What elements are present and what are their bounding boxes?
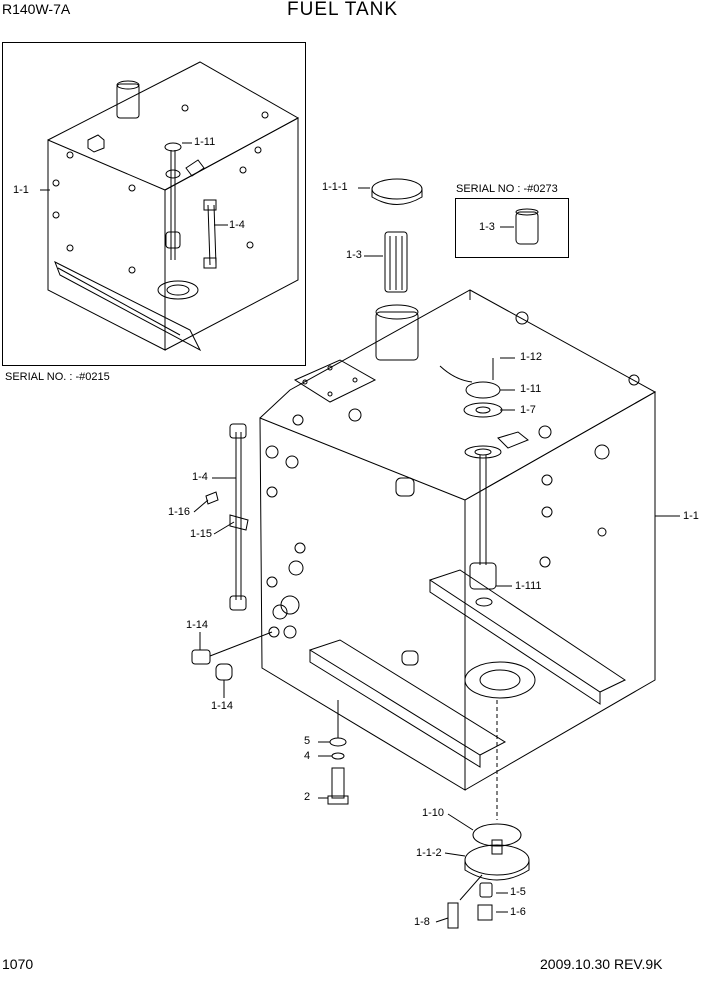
model-name: R140W-7A (2, 1, 71, 17)
label-1-14-upper: 1-14 (186, 619, 209, 631)
label-1-6: 1-6 (510, 906, 526, 918)
page-title: FUEL TANK (287, 0, 399, 20)
label-1-10: 1-10 (422, 807, 445, 819)
main-tank-drawing (191, 178, 680, 929)
label-1-12: 1-12 (520, 351, 543, 363)
inset-tank-drawing (40, 61, 300, 352)
label-1-8: 1-8 (414, 916, 430, 928)
inset-label-1-11: 1-11 (194, 136, 216, 148)
label-5: 5 (304, 735, 311, 747)
label-1-1-2: 1-1-2 (416, 847, 442, 859)
serial-box-serial-number: SERIAL NO : -#0273 (456, 183, 558, 195)
label-1-15: 1-15 (190, 528, 213, 540)
label-1-16: 1-16 (168, 506, 191, 518)
label-4: 4 (304, 750, 311, 762)
inset-label-1-4: 1-4 (229, 219, 245, 231)
label-1-7: 1-7 (520, 404, 536, 416)
inset-frame (2, 42, 306, 366)
serial-box-label-1-3: 1-3 (479, 221, 495, 233)
label-1-5: 1-5 (510, 886, 526, 898)
label-2: 2 (304, 791, 311, 803)
serial-box-frame (455, 198, 569, 258)
inset-label-1-1: 1-1 (13, 184, 29, 196)
inset-serial-number: SERIAL NO. : -#0215 (5, 371, 110, 383)
label-1-4: 1-4 (192, 471, 208, 483)
label-1-1-1: 1-1-1 (322, 181, 348, 193)
label-1-1: 1-1 (683, 510, 699, 522)
label-1-14-lower: 1-14 (211, 700, 234, 712)
label-1-111: 1-111 (515, 580, 542, 592)
revision-date: 2009.10.30 REV.9K (540, 956, 663, 972)
label-1-3: 1-3 (346, 249, 362, 261)
serial-box-filter (500, 208, 539, 245)
label-1-11: 1-11 (520, 383, 542, 395)
page-number: 1070 (2, 956, 34, 972)
